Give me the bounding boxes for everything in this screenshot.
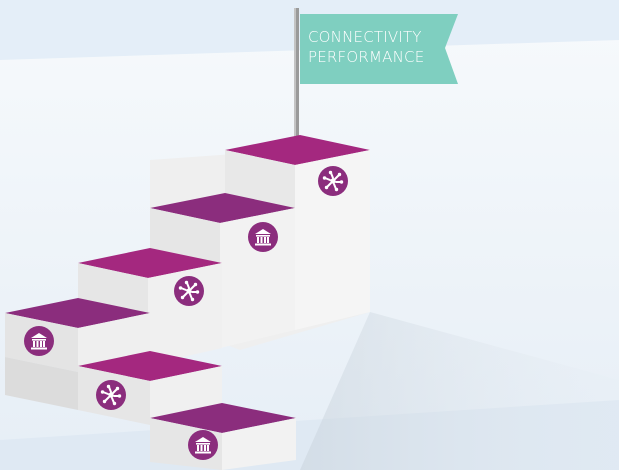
bank-icon bbox=[188, 430, 218, 460]
step-top-1 bbox=[150, 403, 296, 433]
step-top-6 bbox=[225, 135, 370, 165]
flag-pole-highlight bbox=[294, 8, 296, 148]
flag-banner bbox=[300, 14, 458, 84]
network-icon bbox=[318, 166, 348, 196]
floor-shadow bbox=[300, 312, 619, 470]
step-side-1 bbox=[222, 418, 296, 470]
step-front-6 bbox=[225, 150, 295, 210]
bank-icon bbox=[248, 222, 278, 252]
step-top-5 bbox=[150, 193, 295, 223]
flag-line-2: PERFORMANCE bbox=[308, 48, 425, 66]
step-side-6 bbox=[295, 150, 370, 330]
step-top-4 bbox=[78, 248, 222, 278]
step-top-3 bbox=[5, 298, 150, 328]
bank-icon bbox=[24, 326, 54, 356]
step-left-side bbox=[5, 357, 78, 410]
step-front-5 bbox=[150, 208, 220, 265]
network-icon bbox=[96, 380, 126, 410]
flag-pole bbox=[294, 8, 299, 148]
flag-label: CONNECTIVITY PERFORMANCE bbox=[308, 27, 458, 67]
flag-line-1: CONNECTIVITY bbox=[308, 28, 422, 46]
network-icon bbox=[174, 276, 204, 306]
